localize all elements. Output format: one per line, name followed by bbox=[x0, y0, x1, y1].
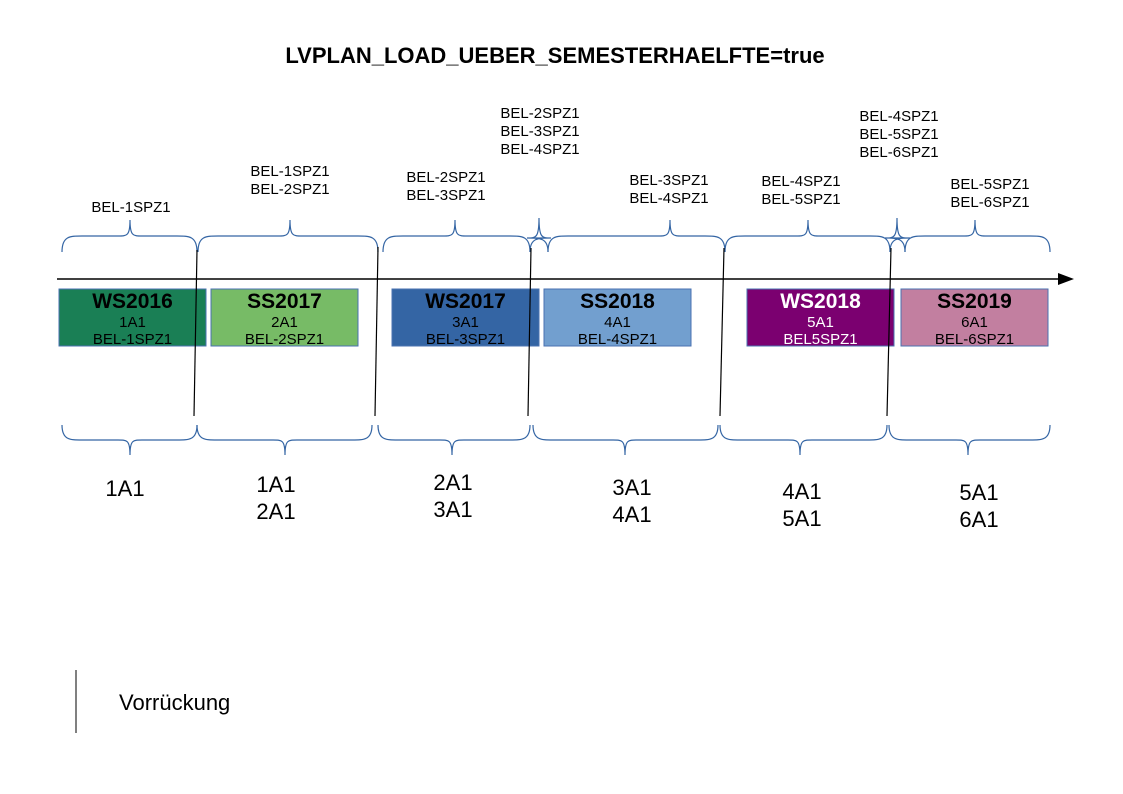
top-group-label: BEL-6SPZ1 bbox=[950, 194, 1029, 211]
top-group-label: BEL-1SPZ1 bbox=[91, 199, 170, 216]
semester-class: 1A1 bbox=[119, 314, 146, 331]
semester-group: BEL-1SPZ1 bbox=[93, 331, 172, 348]
top-group-label: BEL-4SPZ1 bbox=[859, 108, 938, 125]
bottom-class-label: 3A1 bbox=[433, 497, 472, 522]
top-group-label: BEL-3SPZ1 bbox=[629, 172, 708, 189]
bottom-class-label: 2A1 bbox=[433, 470, 472, 495]
top-group-label: BEL-4SPZ1 bbox=[761, 173, 840, 190]
bottom-class-label: 4A1 bbox=[612, 502, 651, 527]
bottom-brace bbox=[196, 424, 373, 456]
top-group-label: BEL-4SPZ1 bbox=[500, 141, 579, 158]
legend-label: Vorrückung bbox=[119, 690, 230, 715]
semester-name: SS2018 bbox=[580, 290, 655, 313]
semester-name: WS2018 bbox=[780, 290, 861, 313]
top-group-label: BEL-1SPZ1 bbox=[250, 163, 329, 180]
bottom-class-label: 1A1 bbox=[105, 476, 144, 501]
top-group-label: BEL-5SPZ1 bbox=[950, 176, 1029, 193]
top-group-label: BEL-5SPZ1 bbox=[761, 191, 840, 208]
semester-name: WS2017 bbox=[425, 290, 506, 313]
top-group-label: BEL-6SPZ1 bbox=[859, 144, 938, 161]
semester-name: WS2016 bbox=[92, 290, 173, 313]
diagram-title: LVPLAN_LOAD_UEBER_SEMESTERHAELFTE=true bbox=[285, 43, 824, 68]
bottom-class-label: 1A1 bbox=[256, 472, 295, 497]
top-group-label: BEL-2SPZ1 bbox=[500, 105, 579, 122]
semester-name: SS2019 bbox=[937, 290, 1012, 313]
top-group-label: BEL-2SPZ1 bbox=[406, 169, 485, 186]
bottom-class-label: 2A1 bbox=[256, 499, 295, 524]
advancement-line bbox=[719, 247, 725, 417]
semester-class: 3A1 bbox=[452, 314, 479, 331]
semester-class: 4A1 bbox=[604, 314, 631, 331]
advancement-line bbox=[886, 247, 892, 417]
semester-class: 6A1 bbox=[961, 314, 988, 331]
arrowhead-icon bbox=[1058, 273, 1074, 285]
advancement-line bbox=[193, 249, 198, 417]
advancement-line bbox=[527, 247, 532, 417]
top-brace-small bbox=[526, 217, 552, 253]
top-brace bbox=[61, 219, 198, 253]
semester-name: SS2017 bbox=[247, 290, 322, 313]
bottom-class-label: 4A1 bbox=[782, 479, 821, 504]
top-group-label: BEL-2SPZ1 bbox=[250, 181, 329, 198]
bottom-class-label: 5A1 bbox=[782, 506, 821, 531]
top-brace-small bbox=[884, 217, 911, 253]
top-group-label: BEL-4SPZ1 bbox=[629, 190, 708, 207]
bottom-class-label: 3A1 bbox=[612, 475, 651, 500]
top-brace bbox=[382, 219, 531, 253]
semester-group: BEL-2SPZ1 bbox=[245, 331, 324, 348]
bottom-brace bbox=[61, 424, 198, 456]
top-brace bbox=[904, 219, 1051, 253]
semester-class: 5A1 bbox=[807, 314, 834, 331]
bottom-brace bbox=[719, 424, 888, 456]
semester-group: BEL-4SPZ1 bbox=[578, 331, 657, 348]
top-brace bbox=[724, 219, 891, 253]
top-group-label: BEL-3SPZ1 bbox=[500, 123, 579, 140]
bottom-brace bbox=[377, 424, 531, 456]
semester-group: BEL-6SPZ1 bbox=[935, 331, 1014, 348]
bottom-class-label: 6A1 bbox=[959, 507, 998, 532]
semester-group: BEL5SPZ1 bbox=[783, 331, 857, 348]
bottom-class-label: 5A1 bbox=[959, 480, 998, 505]
bottom-brace bbox=[888, 424, 1051, 456]
advancement-line bbox=[374, 246, 379, 417]
semester-group: BEL-3SPZ1 bbox=[426, 331, 505, 348]
top-brace bbox=[197, 219, 379, 253]
top-group-label: BEL-5SPZ1 bbox=[859, 126, 938, 143]
top-group-label: BEL-3SPZ1 bbox=[406, 187, 485, 204]
semester-class: 2A1 bbox=[271, 314, 298, 331]
top-brace bbox=[547, 219, 726, 253]
bottom-brace bbox=[532, 424, 719, 456]
